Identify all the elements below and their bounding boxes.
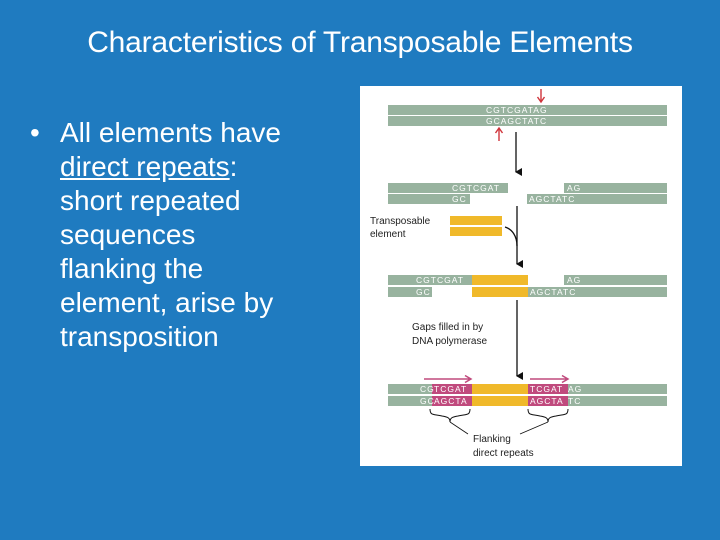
sequence-text: AGCTA: [530, 396, 564, 406]
sequence-text: GC: [452, 194, 467, 204]
bullet-marker: •: [30, 117, 40, 148]
sequence-text: TCGAT: [434, 384, 467, 394]
dna-top-strand: [388, 275, 472, 285]
sequence-text: AGCTATC: [529, 194, 575, 204]
flanking-label: Flanking: [473, 434, 511, 445]
bullet-item: All elements have direct repeats: short …: [60, 116, 360, 354]
bullet-line: flanking the: [60, 253, 204, 284]
colon: :: [229, 151, 238, 182]
dna-bottom-strand: [527, 194, 667, 204]
sequence-text: TCGAT: [530, 384, 563, 394]
curved-arrow-icon: [504, 226, 518, 247]
dna-bottom-strand: [388, 116, 667, 126]
transposable-element-top: [450, 216, 502, 225]
dna-bottom-strand: [528, 287, 667, 297]
dna-top-strand: [388, 183, 508, 193]
gaps-filled-label: DNA polymerase: [412, 336, 487, 347]
direct-repeats-term: direct repeats: [60, 151, 230, 182]
bullet-line: All elements have: [60, 117, 282, 148]
dna-top-strand: [388, 384, 432, 394]
dna-top-strand: [564, 183, 667, 193]
bracket-icon: [527, 408, 569, 423]
bullet-line: sequences: [60, 219, 196, 250]
sequence-text: CGTCGAT: [452, 183, 500, 193]
transposable-element-bottom: [450, 227, 502, 236]
transposable-element-label: element: [370, 229, 406, 240]
cut-arrow-icon: [536, 89, 546, 104]
sequence-text: CGTCGAT: [416, 275, 464, 285]
dna-bottom-strand: [388, 194, 470, 204]
transposable-element-top: [472, 275, 528, 285]
transposition-diagram: CGTCGATAG GCAGCTATC CGTCGAT AG GC AGCTAT…: [370, 89, 667, 459]
bracket-icon: [429, 408, 471, 423]
direct-repeat-bottom: [528, 396, 568, 406]
sequence-text: AG: [568, 384, 582, 394]
bullet-line: short repeated: [60, 185, 241, 216]
sequence-text: CG: [420, 384, 435, 394]
sequence-text: GCAGCTATC: [486, 116, 547, 126]
gaps-filled-label: Gaps filled in by: [412, 322, 483, 333]
direct-repeat-bottom: [432, 396, 472, 406]
dna-bottom-strand: [388, 396, 432, 406]
connector-line: [449, 421, 549, 435]
slide-title: Characteristics of Transposable Elements: [87, 26, 633, 59]
sequence-text: AG: [567, 275, 581, 285]
bullet-line: transposition: [60, 321, 219, 352]
transposable-element-top: [472, 384, 528, 394]
sequence-text: CGTCGATAG: [486, 105, 548, 115]
dna-bottom-strand: [568, 396, 667, 406]
sequence-text: GC: [420, 396, 435, 406]
cut-arrow-icon: [494, 126, 504, 141]
dna-bottom-strand: [388, 287, 432, 297]
sequence-text: GC: [416, 287, 431, 297]
bullet-line: element, arise by: [60, 287, 274, 318]
transposition-figure: CGTCGATAG GCAGCTATC CGTCGAT AG GC AGCTAT…: [360, 86, 682, 466]
transposable-element-bottom: [472, 287, 528, 297]
dna-top-strand: [564, 275, 667, 285]
direct-repeat-top: [432, 384, 472, 394]
dna-top-strand: [568, 384, 667, 394]
bullet-line: direct repeats:: [60, 150, 360, 184]
sequence-text: AGCTA: [434, 396, 468, 406]
sequence-text: AGCTATC: [530, 287, 576, 297]
sequence-text: AG: [567, 183, 581, 193]
transposable-element-label: Transposable: [370, 216, 431, 227]
transposable-element-bottom: [472, 396, 528, 406]
dna-top-strand: [388, 105, 667, 115]
sequence-text: TC: [568, 396, 581, 406]
repeat-arrow-icon: [530, 374, 570, 384]
flanking-label: direct repeats: [473, 448, 534, 459]
direct-repeat-top: [528, 384, 568, 394]
repeat-arrow-icon: [424, 374, 473, 384]
